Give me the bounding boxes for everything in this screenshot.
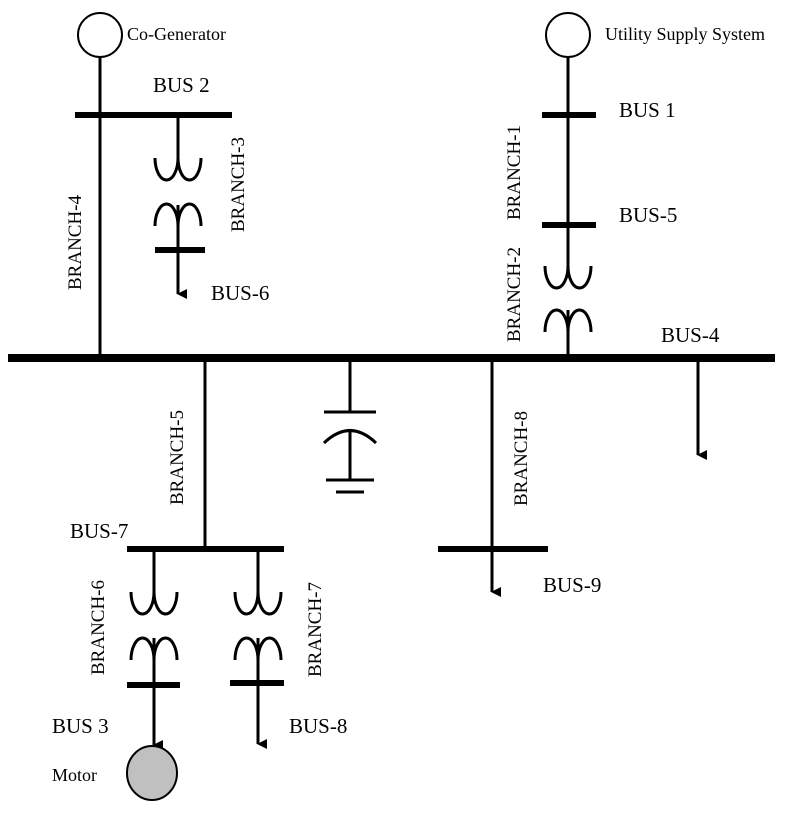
branch-7-transformer-upper-coil: [233, 591, 283, 616]
bus-4-label: BUS-4: [661, 323, 720, 347]
branch-3-label: BRANCH-3: [228, 137, 249, 232]
branch-4-label: BRANCH-4: [65, 194, 86, 290]
branch-6-transformer-upper-coil: [129, 591, 179, 616]
bus-8-label: BUS-8: [289, 714, 347, 738]
bus-5-label: BUS-5: [619, 203, 677, 227]
co-generator-label: Co-Generator: [127, 24, 226, 44]
bus-9-label: BUS-9: [543, 573, 601, 597]
utility-supply-label: Utility Supply System: [605, 24, 765, 44]
bus-7-label: BUS-7: [70, 519, 128, 543]
motor-label: Motor: [52, 765, 97, 785]
motor-symbol: [126, 745, 178, 801]
bus-2-label: BUS 2: [153, 73, 210, 97]
bus-3-label: BUS 3: [52, 714, 109, 738]
branch-3-transformer-upper-coil: [153, 157, 203, 182]
branch-5-label: BRANCH-5: [167, 410, 188, 505]
co-generator-symbol: [77, 12, 123, 58]
branch-6-label: BRANCH-6: [88, 580, 109, 675]
bus-1-label: BUS 1: [619, 98, 676, 122]
branch-1-label: BRANCH-1: [504, 125, 525, 220]
branch-8-label: BRANCH-8: [511, 411, 532, 506]
bus-6-label: BUS-6: [211, 281, 269, 305]
utility-supply-symbol: [545, 12, 591, 58]
branch-2-label: BRANCH-2: [504, 247, 525, 342]
branch-2-transformer-upper-coil: [543, 265, 593, 290]
branch-7-label: BRANCH-7: [305, 582, 326, 677]
